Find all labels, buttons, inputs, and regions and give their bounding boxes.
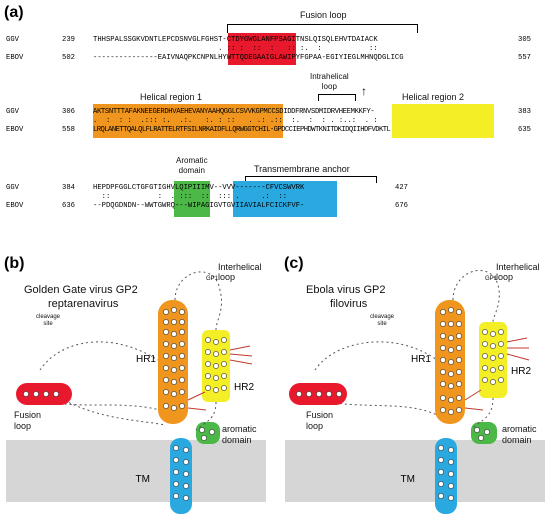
tm-label-c: TM — [401, 474, 415, 485]
helical-region-1-label: Helical region 1 — [140, 92, 203, 102]
conservation-2: . : : : .::: :. .:. :. : :: . .: .:: :. … — [93, 117, 378, 125]
conservation-1: . :: : :: : :: :. : :: — [93, 45, 378, 53]
seq-end-ggv-3: 427 — [395, 184, 408, 192]
seq-ggv-2: AKTSNTTTAFAKNEEGERDHVAEHEVANYAAHQGGLCSVV… — [93, 108, 375, 116]
membrane — [6, 440, 266, 502]
seq-end-ggv-2: 383 — [518, 108, 531, 116]
up-arrow-icon: ↑ — [361, 84, 367, 98]
seq-start-ebov-1: 502 — [62, 54, 75, 62]
seq-start-ggv-3: 384 — [62, 184, 75, 192]
aromatic-highlight — [174, 181, 210, 217]
helical-region-2-label: Helical region 2 — [402, 92, 465, 102]
gp1-label: GP1 — [206, 276, 219, 282]
gp1-label-c: GP1 — [485, 276, 498, 282]
seq-start-ggv-2: 306 — [62, 108, 75, 116]
panel-b-interhelical-label: Interhelical loop — [218, 262, 262, 282]
aromatic-shape-c — [471, 422, 497, 444]
aromatic-domain-label: Aromatic domain — [176, 156, 208, 175]
fusion-loop-bracket — [227, 24, 418, 33]
seq-ebov-3: --PDQGDNDN--WWTGWRQ---WIPAGIGVTGVIIAVIAL… — [93, 202, 305, 210]
tm-label: TM — [136, 474, 150, 485]
hr2-label: HR2 — [234, 382, 254, 393]
panel-c-fusion-label: Fusion loop — [306, 410, 334, 431]
panel-a-label: (a) — [4, 4, 24, 21]
panel-c-cleavage-label: cleavage site — [370, 314, 395, 327]
intrahelical-loop-bracket — [318, 94, 356, 101]
seq-name-ggv-2: GGV — [6, 108, 19, 116]
seq-name-ebov-2: EBOV — [6, 126, 24, 134]
panel-c-title: Ebola virus GP2 — [306, 284, 386, 296]
panel-c-aromatic-label: aromatic domain — [502, 424, 537, 445]
tm-highlight — [233, 181, 337, 217]
helix2-highlight — [392, 104, 494, 138]
panel-b-aromatic-label: aromatic domain — [222, 424, 257, 445]
panel-b-title: Golden Gate virus GP2 — [24, 284, 138, 296]
panel-b-cleavage-label: cleavage site — [36, 314, 61, 327]
aromatic-shape — [196, 422, 220, 444]
conservation-3: :: : . ::: :: ::: . .: :: — [93, 193, 288, 201]
membrane-c — [285, 440, 545, 502]
panel-c-interhelical-label: Interhelical loop — [496, 262, 540, 282]
seq-ebov-2: LRQLANETTQALQLFLRATTELRTFSILNRKAIDFLLQRW… — [93, 126, 391, 134]
seq-name-ebov-1: EBOV — [6, 54, 24, 62]
seq-start-ebov-3: 636 — [62, 202, 75, 210]
seq-start-ebov-2: 558 — [62, 126, 75, 134]
panel-c-diagram: HR1 HR2 TM GP1 — [285, 270, 545, 514]
intrahelical-loop-label: Intrahelical loop — [310, 72, 349, 91]
seq-ebov-1: ---------------EAIVNAQPKCNPNLHYWTTQDEGAA… — [93, 54, 404, 62]
seq-name-ggv-3: GGV — [6, 184, 19, 192]
seq-ggv-1: THHSPALSSGKVDNTLEPCDSNVGLFGHST-CTDYGWGLA… — [93, 36, 378, 44]
seq-end-ebov-2: 635 — [518, 126, 531, 134]
panel-b-label: (b) — [4, 255, 25, 272]
transmembrane-anchor-label: Transmembrane anchor — [254, 164, 350, 174]
helix1-highlight — [93, 104, 283, 138]
fusion-loop-label: Fusion loop — [300, 10, 347, 20]
panel-b-diagram: HR1 HR2 TM GP1 — [6, 271, 266, 514]
tm-bracket — [245, 176, 377, 183]
panel-c-subtitle: filovirus — [330, 298, 368, 310]
seq-end-ebov-3: 676 — [395, 202, 408, 210]
fusion-loop-highlight — [228, 33, 296, 65]
seq-end-ebov-1: 557 — [518, 54, 531, 62]
panel-b-fusion-label: Fusion loop — [14, 410, 42, 431]
seq-end-ggv-1: 305 — [518, 36, 531, 44]
hr1-label-c: HR1 — [411, 354, 431, 365]
seq-name-ggv-1: GGV — [6, 36, 19, 44]
seq-ggv-3: HEPDPFGGLCTGFGTIGHVLQIPIIIMV--VVV-------… — [93, 184, 305, 192]
hr2-label-c: HR2 — [511, 366, 531, 377]
seq-name-ebov-3: EBOV — [6, 202, 24, 210]
seq-start-ggv-1: 239 — [62, 36, 75, 44]
hr1-label: HR1 — [136, 354, 156, 365]
panel-b-subtitle: reptarenavirus — [48, 298, 119, 310]
panel-c-label: (c) — [284, 255, 304, 272]
